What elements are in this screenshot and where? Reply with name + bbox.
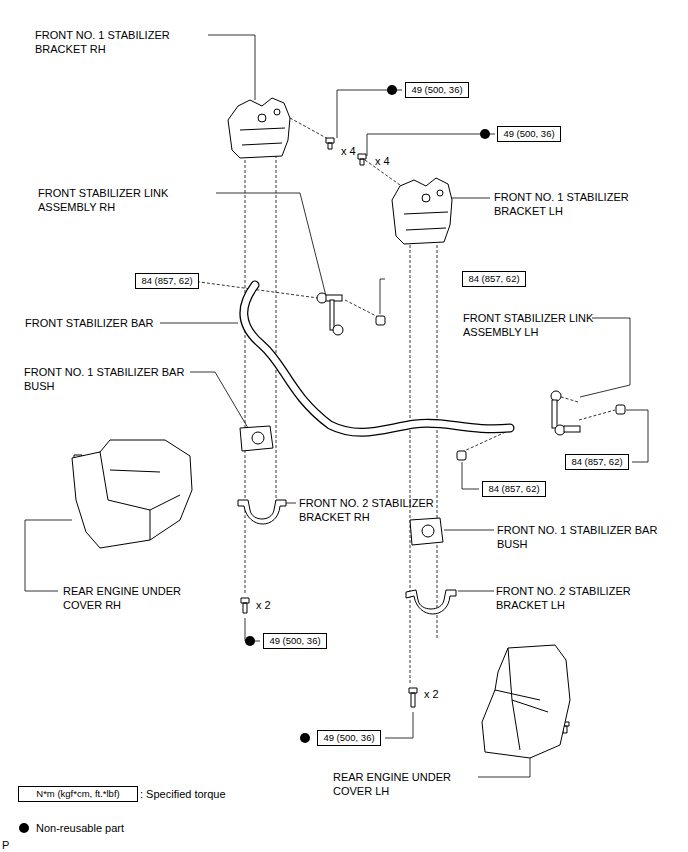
quantity-mark: x 2	[424, 687, 439, 701]
torque-value: 84 (857, 62)	[486, 482, 542, 496]
quantity-mark: x 2	[256, 598, 271, 612]
part-name: REAR ENGINE UNDER COVER LH	[333, 770, 483, 798]
part-name: FRONT STABILIZER LINK ASSEMBLY LH	[463, 311, 638, 339]
torque-value: 49 (500, 36)	[501, 127, 557, 141]
torque-value: 84 (857, 62)	[466, 272, 522, 286]
part-name: FRONT NO. 2 STABILIZER BRACKET LH	[496, 584, 666, 612]
part-name: FRONT NO. 1 STABILIZER BAR BUSH	[24, 365, 189, 393]
part-name: FRONT STABILIZER BAR	[25, 316, 154, 330]
torque-value: 84 (857, 62)	[139, 274, 195, 288]
torque-value: 49 (500, 36)	[409, 83, 465, 97]
part-name: FRONT NO. 1 STABILIZER BAR BUSH	[497, 523, 667, 551]
torque-box: 49 (500, 36)	[317, 730, 381, 746]
part-name: FRONT STABILIZER LINK ASSEMBLY RH	[38, 186, 213, 214]
torque-value: 84 (857, 62)	[569, 455, 625, 469]
torque-value: 49 (500, 36)	[267, 634, 323, 648]
legend-text: : Specified torque	[140, 787, 226, 801]
quantity-mark: P	[2, 838, 9, 852]
part-name: FRONT NO. 1 STABILIZER BRACKET RH	[35, 28, 205, 56]
part-name: REAR ENGINE UNDER COVER RH	[63, 584, 213, 612]
torque-value: N*m (kgf*cm, ft.*lbf)	[22, 787, 134, 801]
torque-box: 84 (857, 62)	[135, 273, 199, 289]
quantity-mark: x 4	[341, 144, 356, 158]
torque-box: 49 (500, 36)	[405, 82, 469, 98]
torque-box: 84 (857, 62)	[482, 481, 546, 497]
part-name: FRONT NO. 2 STABILIZER BRACKET RH	[299, 496, 469, 524]
torque-value: 49 (500, 36)	[321, 731, 377, 745]
legend-torque-box: N*m (kgf*cm, ft.*lbf)	[18, 786, 138, 802]
torque-box: 84 (857, 62)	[462, 271, 526, 287]
legend-text: Non-reusable part	[36, 821, 124, 835]
torque-box: 49 (500, 36)	[263, 633, 327, 649]
quantity-mark: x 4	[375, 154, 390, 168]
torque-box: 84 (857, 62)	[565, 454, 629, 470]
torque-box: 49 (500, 36)	[497, 126, 561, 142]
part-name: FRONT NO. 1 STABILIZER BRACKET LH	[494, 190, 664, 218]
